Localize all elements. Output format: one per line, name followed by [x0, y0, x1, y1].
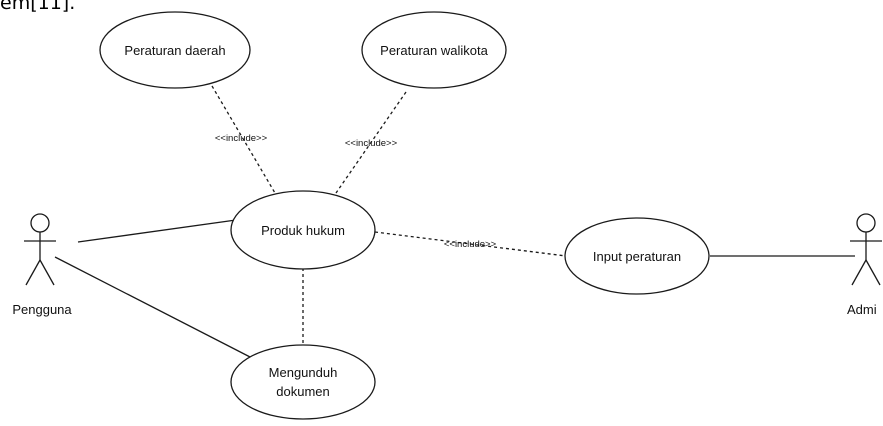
include-label-perwal: <<include>>: [345, 138, 398, 149]
actor-admin-icon[interactable]: [850, 213, 882, 286]
include-label-input: <<include>>: [444, 239, 497, 250]
use-case-label-input-peraturan: Input peraturan: [593, 249, 681, 264]
use-case-label-produk-hukum: Produk hukum: [261, 223, 345, 238]
include-line-perda: [211, 85, 276, 194]
actor-pengguna-icon[interactable]: [24, 213, 56, 286]
use-case-label-mengunduh-line1: Mengunduh: [269, 365, 338, 380]
use-case-label-mengunduh-line2: dokumen: [276, 384, 329, 399]
use-case-peraturan-walikota[interactable]: [361, 11, 507, 89]
include-line-input: [374, 231, 567, 257]
use-case-input-peraturan[interactable]: [564, 217, 710, 295]
use-case-label-peraturan-walikota: Peraturan walikota: [380, 43, 488, 58]
actor-label-admin: Admi: [847, 302, 877, 317]
use-case-peraturan-daerah[interactable]: [99, 11, 251, 89]
association-user-mengunduh: [54, 256, 253, 359]
actor-label-pengguna: Pengguna: [12, 302, 72, 317]
use-case-label-peraturan-daerah: Peraturan daerah: [124, 43, 225, 58]
include-label-perda: <<include>>: [215, 133, 268, 144]
use-case-produk-hukum[interactable]: [230, 190, 376, 270]
association-user-produk: [77, 219, 237, 243]
use-case-mengunduh-dokumen[interactable]: [230, 344, 376, 420]
caption-fragment: em[11].: [0, 0, 76, 14]
include-line-perwal: [335, 91, 407, 194]
